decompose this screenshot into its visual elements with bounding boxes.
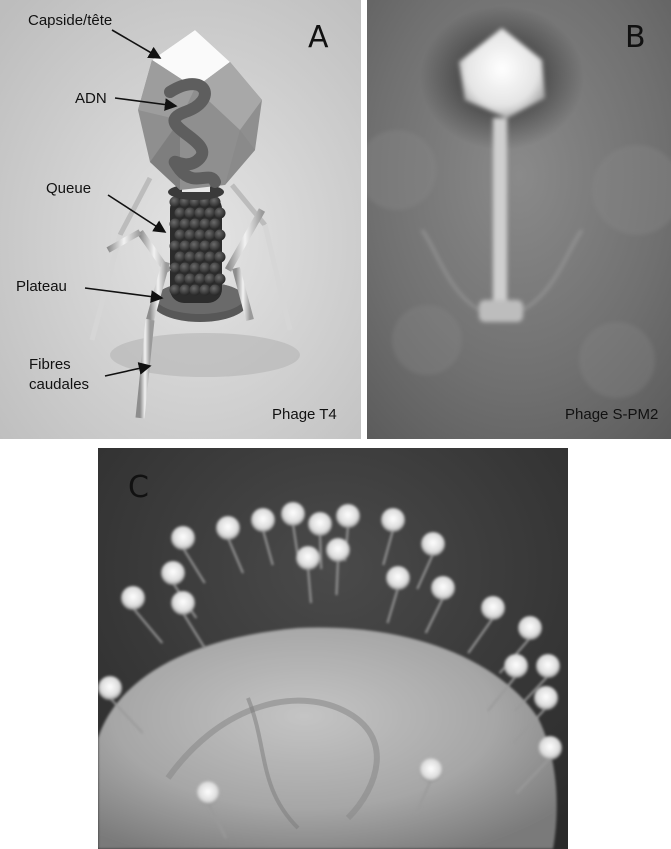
phages-bacterium-micrograph — [98, 448, 568, 849]
panel-letter-a: A — [308, 20, 329, 55]
panel-c-phages-on-bacterium: C — [98, 448, 568, 849]
label-tail: Queue — [46, 180, 91, 198]
panel-letter-b: B — [625, 20, 646, 55]
label-baseplate: Plateau — [16, 278, 67, 296]
label-fibers-line1: Fibres — [29, 356, 71, 374]
panel-b-spm2-micrograph: B Phage S-PM2 — [367, 0, 671, 439]
label-capsid: Capside/tête — [28, 12, 112, 30]
label-fibers-line2: caudales — [29, 376, 89, 394]
panel-a-t4-model: A Capside/tête ADN Queue Plateau Fibres … — [0, 0, 361, 439]
spm2-micrograph — [367, 0, 671, 439]
caption-phage-spm2: Phage S-PM2 — [565, 406, 658, 423]
caption-phage-t4: Phage T4 — [272, 406, 337, 423]
label-dna: ADN — [75, 90, 107, 108]
panel-letter-c: C — [128, 470, 149, 505]
